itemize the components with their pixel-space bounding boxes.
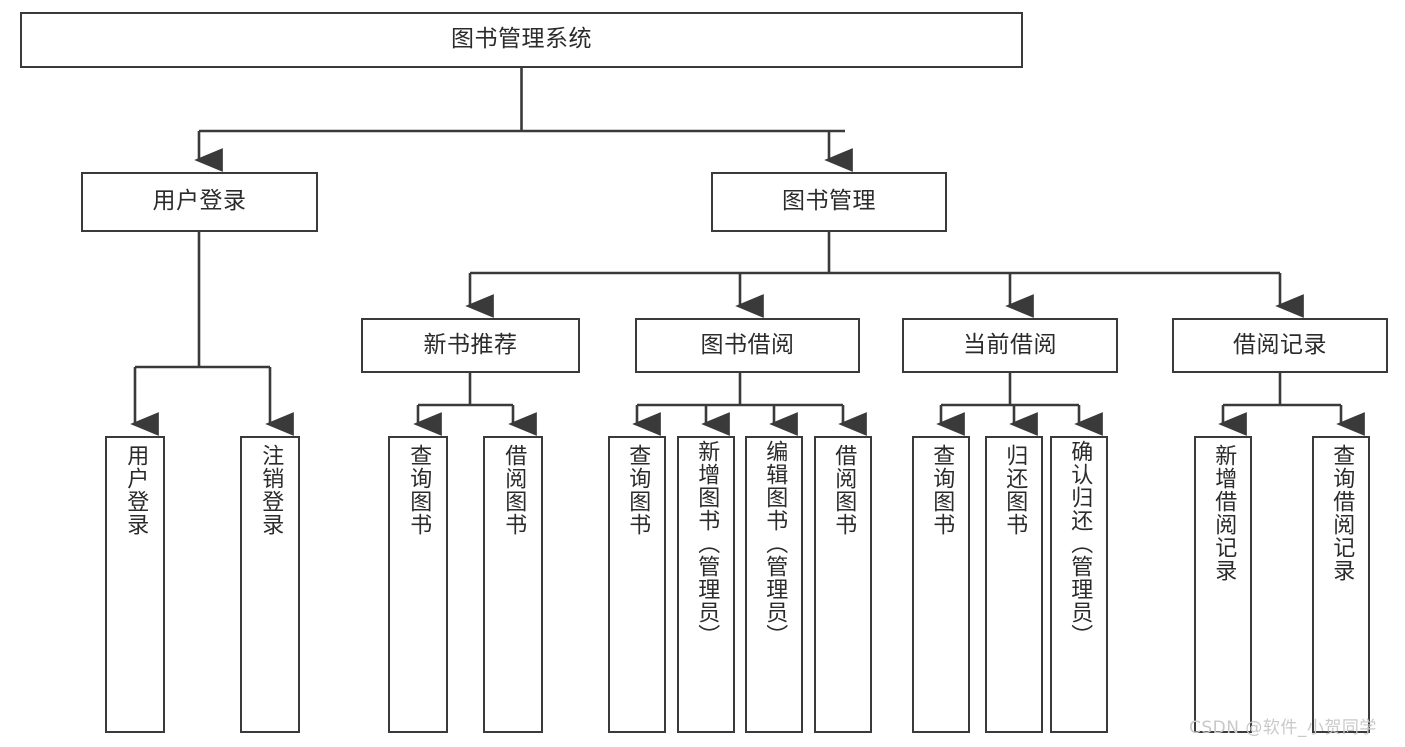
- node-book-borrow[interactable]: 图书借阅: [635, 318, 860, 373]
- node-leaf-add-book[interactable]: 新增图书（管理员）: [677, 436, 735, 733]
- node-leaf-borrow-book[interactable]: 借阅图书: [814, 436, 872, 733]
- node-leaf-query-book-current[interactable]: 查询图书: [912, 436, 970, 733]
- node-leaf-query-book-recommend[interactable]: 查询图书: [388, 436, 448, 733]
- node-new-book-recommend[interactable]: 新书推荐: [361, 318, 580, 373]
- node-borrow-record-label: 借阅记录: [1233, 331, 1327, 358]
- node-leaf-edit-book-label: 编辑图书（管理员）: [762, 440, 788, 647]
- node-leaf-borrow-book-recommend-label: 借阅图书: [501, 444, 527, 536]
- node-new-book-recommend-label: 新书推荐: [423, 331, 518, 358]
- node-leaf-user-login[interactable]: 用户登录: [105, 436, 165, 733]
- node-leaf-borrow-book-recommend[interactable]: 借阅图书: [483, 436, 543, 733]
- node-leaf-query-book-borrow[interactable]: 查询图书: [608, 436, 666, 733]
- node-book-management-label: 图书管理: [782, 188, 876, 215]
- node-borrow-record[interactable]: 借阅记录: [1172, 318, 1388, 373]
- node-leaf-add-record[interactable]: 新增借阅记录: [1194, 436, 1252, 733]
- node-leaf-logout-label: 注销登录: [258, 444, 284, 536]
- csdn-watermark: CSDN @软件_小贺同学: [1189, 718, 1377, 738]
- node-leaf-user-login-label: 用户登录: [123, 444, 149, 536]
- node-leaf-confirm-return-label: 确认归还（管理员）: [1067, 440, 1093, 647]
- node-current-borrow[interactable]: 当前借阅: [902, 318, 1118, 373]
- node-leaf-return-book[interactable]: 归还图书: [985, 436, 1043, 733]
- node-user-login[interactable]: 用户登录: [81, 172, 318, 232]
- node-leaf-edit-book[interactable]: 编辑图书（管理员）: [745, 436, 803, 733]
- node-leaf-query-book-borrow-label: 查询图书: [625, 444, 651, 536]
- node-leaf-add-book-label: 新增图书（管理员）: [694, 440, 720, 647]
- node-root[interactable]: 图书管理系统: [20, 12, 1023, 68]
- node-user-login-label: 用户登录: [152, 188, 247, 215]
- node-leaf-borrow-book-label: 借阅图书: [831, 444, 857, 536]
- node-leaf-query-book-current-label: 查询图书: [929, 444, 955, 536]
- node-leaf-logout[interactable]: 注销登录: [240, 436, 300, 733]
- node-book-management[interactable]: 图书管理: [711, 172, 947, 232]
- node-book-borrow-label: 图书借阅: [700, 331, 795, 358]
- node-current-borrow-label: 当前借阅: [963, 331, 1057, 358]
- node-root-label: 图书管理系统: [451, 26, 592, 53]
- node-leaf-confirm-return[interactable]: 确认归还（管理员）: [1050, 436, 1108, 733]
- node-leaf-query-record[interactable]: 查询借阅记录: [1312, 436, 1370, 733]
- node-leaf-query-record-label: 查询借阅记录: [1329, 444, 1355, 582]
- node-leaf-return-book-label: 归还图书: [1002, 444, 1028, 536]
- node-leaf-add-record-label: 新增借阅记录: [1211, 444, 1237, 582]
- node-leaf-query-book-recommend-label: 查询图书: [406, 444, 432, 536]
